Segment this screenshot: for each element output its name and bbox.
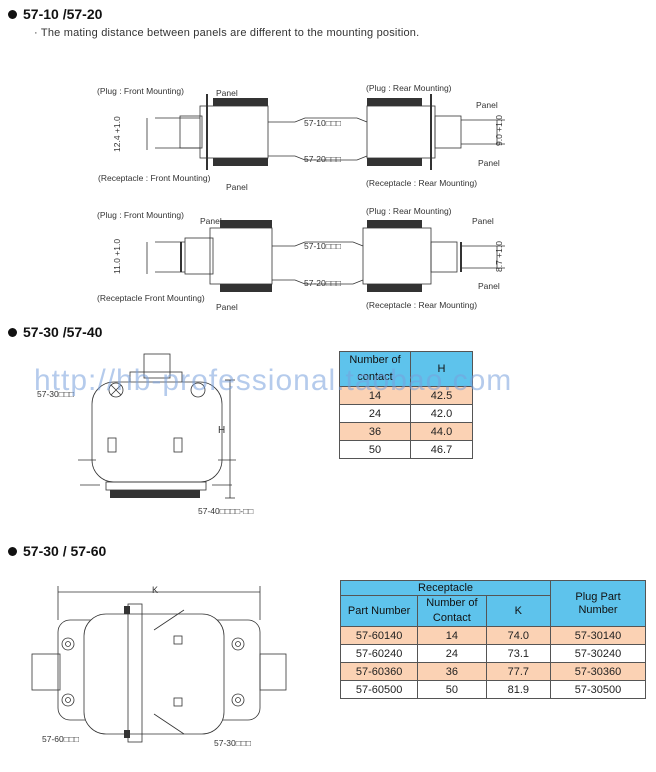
table-row: 14 42.5 xyxy=(339,386,473,405)
label-plug-front-1: (Plug : Front Mounting) xyxy=(97,86,184,96)
bullet-icon xyxy=(8,9,17,19)
header-number-of-contact: Number of contact xyxy=(339,351,411,387)
table-row: 57-60140 14 74.0 57-30140 xyxy=(339,626,646,645)
section2-title: 57-30 /57-40 xyxy=(8,324,102,340)
dim-left-2: 11.0 +1.0 xyxy=(112,238,122,274)
label-k-dimension: K xyxy=(152,585,159,595)
table-row: 24 42.0 xyxy=(339,404,473,423)
label-panel-2c: Panel xyxy=(472,216,494,226)
contact-height-table: Number of contact H 14 42.5 24 42.0 36 4… xyxy=(339,351,473,459)
connector-front-view xyxy=(78,353,236,499)
table-row: 36 44.0 xyxy=(339,422,473,441)
table-row: 57-60500 50 81.9 57-30500 xyxy=(339,680,646,699)
table-row: 57-60360 36 77.7 57-30360 xyxy=(339,662,646,681)
label-receptacle-rear-2: (Receptacle : Rear Mounting) xyxy=(366,300,478,310)
header-receptacle: Receptacle xyxy=(339,580,552,596)
label-57-40-bottom: 57-40□□□□-□□ xyxy=(198,506,254,516)
section3-title: 57-30 / 57-60 xyxy=(8,543,106,559)
label-57-30-top: 57-30□□□ xyxy=(37,389,75,399)
bullet-icon xyxy=(8,546,17,556)
label-receptacle-front-1: (Receptacle : Front Mounting) xyxy=(98,173,211,183)
connector-side-view xyxy=(31,586,287,743)
header-part-number: Part Number xyxy=(339,595,419,627)
label-plug-rear-1: (Plug : Rear Mounting) xyxy=(366,83,452,93)
dim-right-2: 8.7 +1.0 xyxy=(494,241,504,272)
label-receptacle-rear-1: (Receptacle : Rear Mounting) xyxy=(366,178,478,188)
label-receptacle-front-2: (Receptacle Front Mounting) xyxy=(97,293,205,303)
label-panel-2b: Panel xyxy=(216,302,238,312)
receptacle-part-table: Receptacle Plug Part Number Part Number … xyxy=(339,580,646,699)
header-plug-part-number: Plug Part Number xyxy=(550,580,646,627)
dim-right-1: 9.0 +1.0 xyxy=(494,115,504,146)
table-row: 50 46.7 xyxy=(339,440,473,459)
label-57-30-right: 57-30□□□ xyxy=(214,738,252,748)
table-row: 57-60240 24 73.1 57-30240 xyxy=(339,644,646,663)
label-h-dimension: H xyxy=(218,425,226,436)
bullet-icon xyxy=(8,327,17,337)
header-k: K xyxy=(485,595,552,627)
label-panel-2d: Panel xyxy=(478,281,500,291)
label-plug-front-2: (Plug : Front Mounting) xyxy=(97,210,184,220)
label-panel-1a: Panel xyxy=(216,88,238,98)
mounting-diagram-1 xyxy=(146,94,505,170)
label-series-20-1: 57-20□□□ xyxy=(304,154,342,164)
label-panel-2a: Panel xyxy=(200,216,222,226)
label-panel-1c: Panel xyxy=(476,100,498,110)
header-h: H xyxy=(410,351,473,387)
mounting-diagram-2 xyxy=(146,220,505,292)
label-panel-1d: Panel xyxy=(478,158,500,168)
label-series-20-2: 57-20□□□ xyxy=(304,278,342,288)
label-series-10-1: 57-10□□□ xyxy=(304,118,342,128)
section1-title: 57-10 /57-20 xyxy=(8,6,102,22)
label-plug-rear-2: (Plug : Rear Mounting) xyxy=(366,206,452,216)
header-number-of-contact: Number of Contact xyxy=(417,595,487,627)
label-57-60-left: 57-60□□□ xyxy=(42,734,80,744)
dim-left-1: 12.4 +1.0 xyxy=(112,116,122,152)
watermark-text: http://hb-professional.taobao.com xyxy=(34,364,513,397)
label-panel-1b: Panel xyxy=(226,182,248,192)
section1-note: · The mating distance between panels are… xyxy=(34,27,420,39)
label-series-10-2: 57-10□□□ xyxy=(304,241,342,251)
